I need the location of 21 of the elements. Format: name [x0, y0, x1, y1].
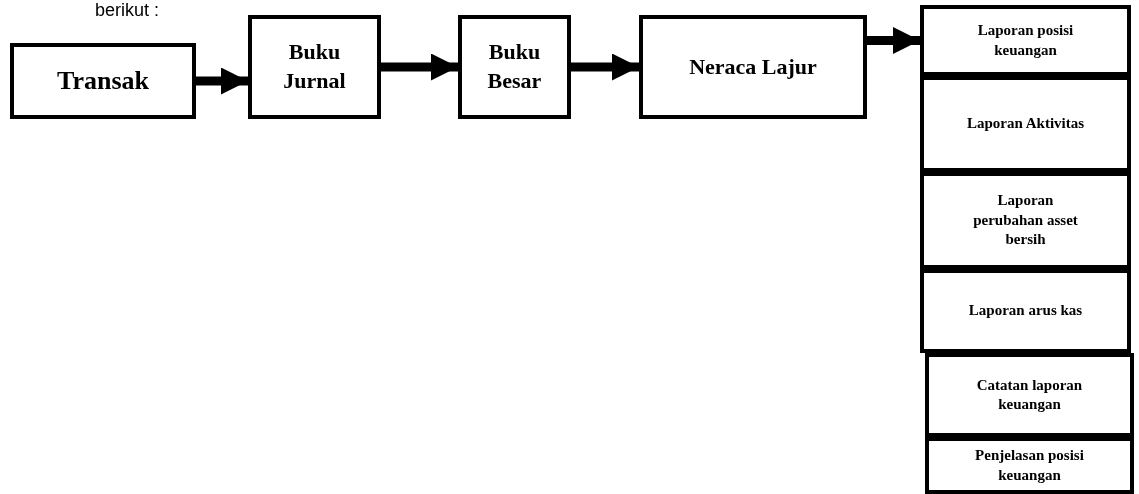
note-text: berikut :: [95, 0, 160, 21]
process-box: [925, 437, 1134, 494]
box-label: Catatan laporan keuangan: [975, 375, 1084, 414]
process-box: [639, 15, 867, 119]
arrow: [571, 53, 639, 81]
box-label: Penjelasan posisi keuangan: [974, 446, 1085, 485]
box-label: Buku Jurnal: [282, 38, 347, 95]
arrow: [867, 27, 920, 54]
box-label: Laporan arus kas: [968, 301, 1083, 321]
box-label: Transak: [57, 65, 149, 98]
box-label: Buku Besar: [486, 38, 543, 95]
arrow: [381, 53, 458, 81]
process-box: [458, 15, 571, 119]
box-label: Laporan Aktivitas: [966, 114, 1085, 134]
process-box: [248, 15, 381, 119]
arrow: [196, 67, 248, 95]
box-label: Laporan posisi keuangan: [976, 21, 1075, 60]
box-label: Neraca Lajur: [689, 52, 817, 81]
process-box: [10, 43, 196, 119]
box-label: Laporan perubahan asset bersih: [972, 191, 1079, 250]
process-box: [920, 5, 1131, 76]
